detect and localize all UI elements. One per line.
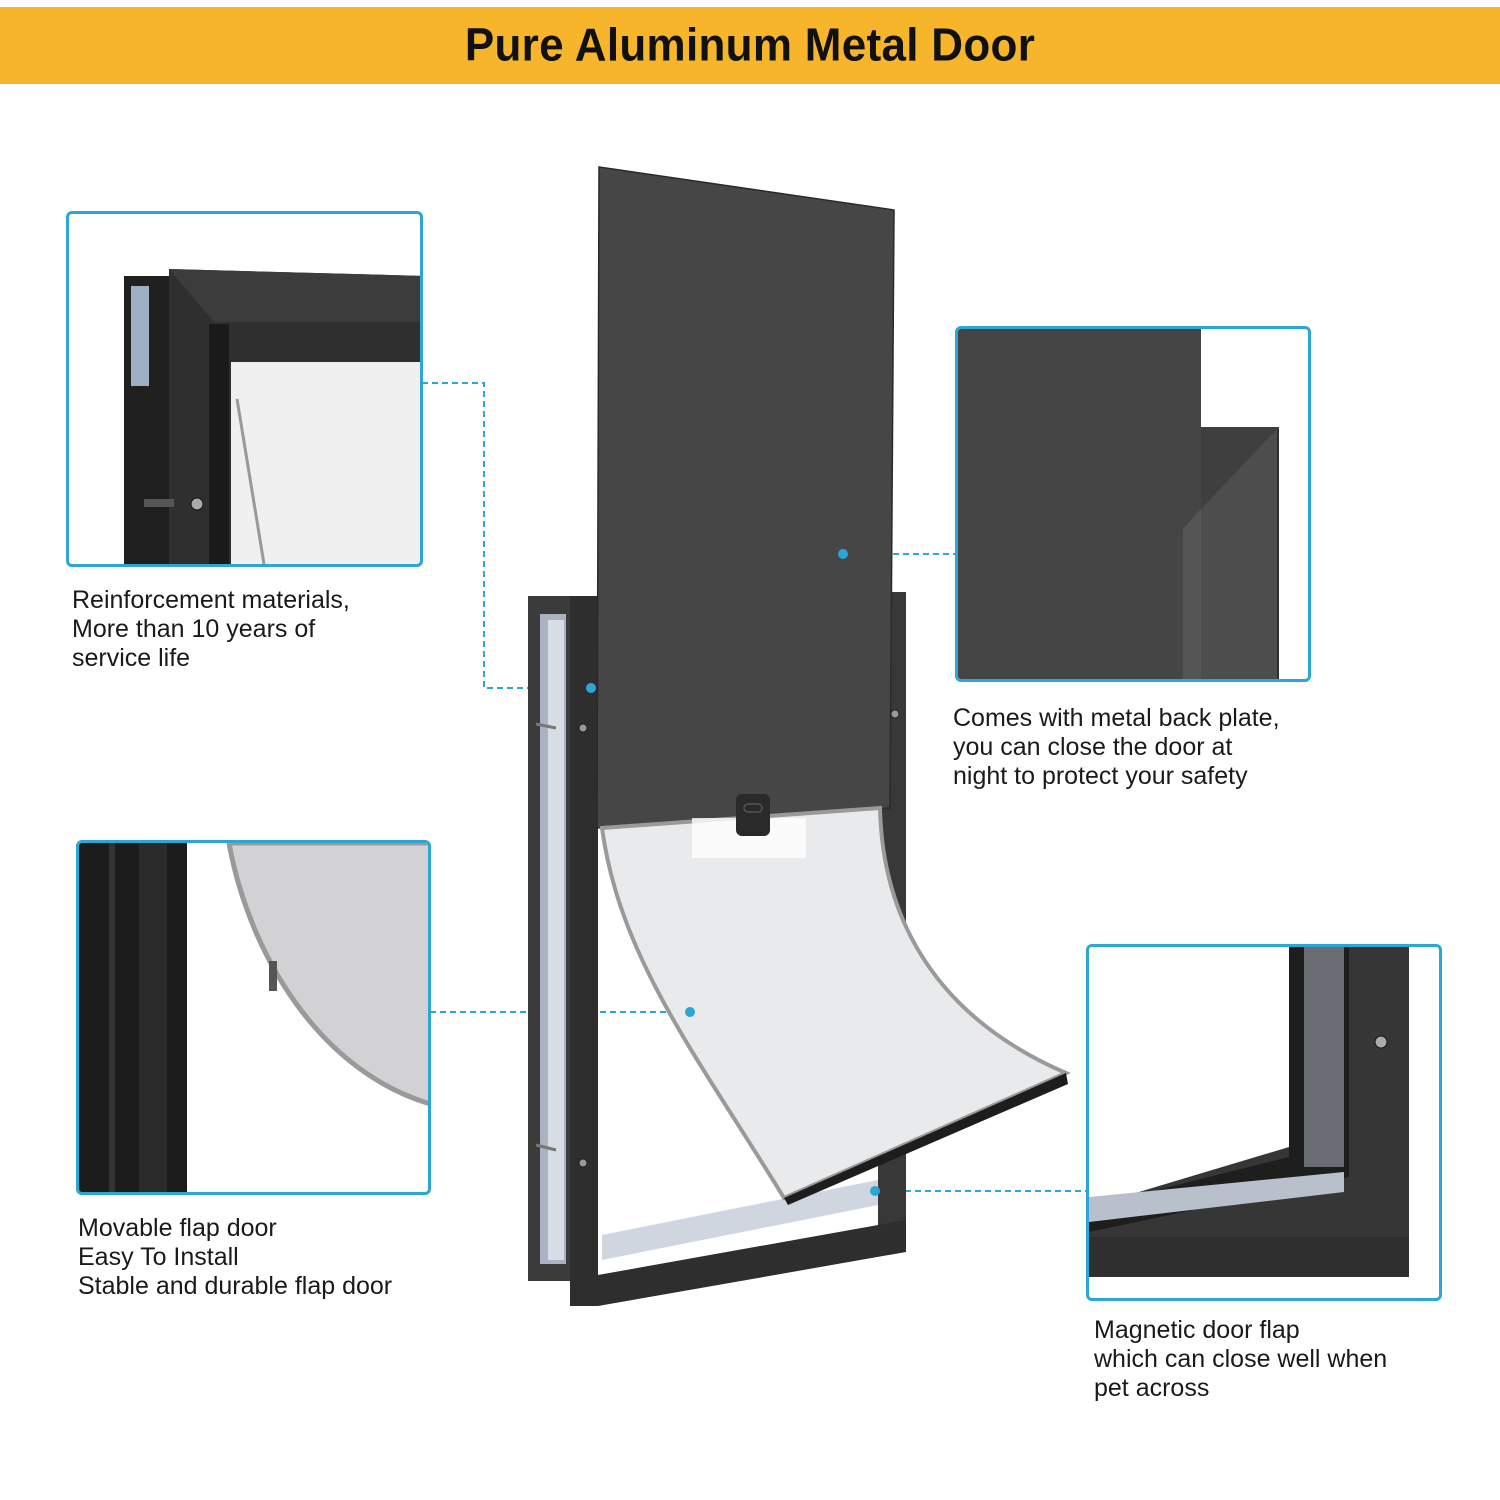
- page-title: Pure Aluminum Metal Door: [464, 19, 1036, 71]
- caption-magnetic: Magnetic door flap which can close well …: [1094, 1316, 1387, 1403]
- caption-line: you can close the door at: [953, 733, 1233, 761]
- metal-back-plate: [596, 166, 895, 829]
- caption-line: Easy To Install: [78, 1243, 239, 1271]
- lock-latch-icon: [736, 794, 770, 836]
- caption-line: Reinforcement materials,: [72, 586, 350, 614]
- caption-line: night to protect your safety: [953, 762, 1248, 790]
- frame-corner-illustration: [124, 269, 420, 564]
- caption-line: Stable and durable flap door: [78, 1272, 393, 1300]
- detail-panel-magnetic: [1086, 944, 1442, 1301]
- detail-panel-flap: [76, 840, 431, 1195]
- caption-line: More than 10 years of: [72, 615, 316, 643]
- magnetic-frame-illustration: [1089, 947, 1409, 1277]
- detail-panel-reinforcement: [66, 211, 423, 567]
- back-plate-illustration: [958, 329, 1279, 679]
- caption-back-plate: Comes with metal back plate, you can clo…: [953, 704, 1280, 791]
- flap-door: [599, 805, 1071, 1205]
- callout-dots: [586, 549, 880, 1196]
- caption-line: which can close well when: [1094, 1345, 1388, 1373]
- detail-panel-back-plate: [955, 326, 1311, 682]
- door-frame-back: [528, 596, 572, 1281]
- flap-edge-illustration: [79, 843, 428, 1192]
- caption-line: service life: [72, 644, 191, 672]
- title-banner: Pure Aluminum Metal Door: [0, 7, 1500, 84]
- caption-line: Movable flap door: [78, 1214, 277, 1242]
- caption-reinforcement: Reinforcement materials, More than 10 ye…: [72, 586, 350, 673]
- caption-line: Magnetic door flap: [1094, 1316, 1300, 1344]
- caption-flap: Movable flap door Easy To Install Stable…: [78, 1214, 392, 1301]
- caption-line: pet across: [1094, 1374, 1210, 1402]
- caption-line: Comes with metal back plate,: [953, 704, 1280, 732]
